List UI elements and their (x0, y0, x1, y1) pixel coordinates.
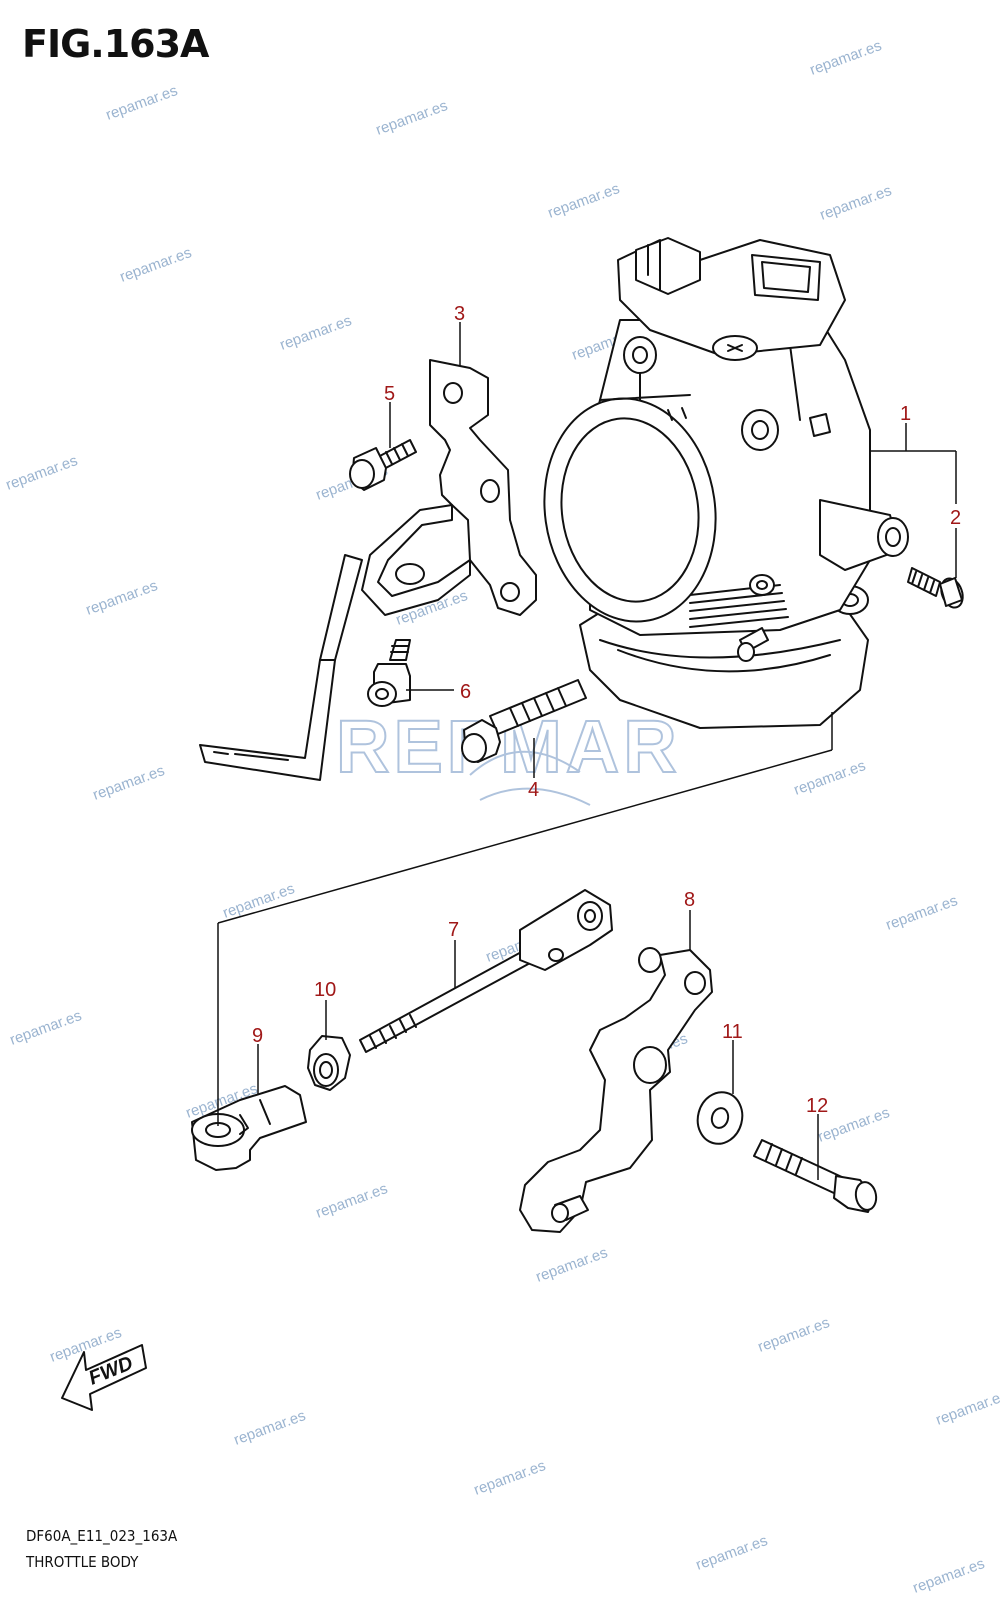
watermark: repamar.es (104, 82, 180, 124)
watermark: repamar.es (472, 1457, 548, 1499)
watermark: repamar.es (694, 1532, 770, 1574)
footer-figure-code: DF60A_E11_023_163A (26, 1527, 178, 1545)
watermark: repamar.es (118, 244, 194, 286)
callout-3: 3 (454, 303, 465, 325)
throttle-rod (359, 889, 613, 1053)
watermark: repamar.es (911, 1555, 987, 1597)
watermark: repamar.es (84, 577, 160, 619)
adjust-screw (907, 567, 964, 609)
callout-4: 4 (528, 779, 539, 801)
watermark: repamar.es (546, 180, 622, 222)
watermark: repamar.es (4, 452, 80, 494)
watermark: repamar.es (314, 1180, 390, 1222)
throttle-lever (519, 947, 713, 1233)
leader-lines (217, 322, 957, 1180)
watermark: repamar.es (221, 880, 297, 922)
footer-figure-name: THROTTLE BODY (26, 1553, 139, 1571)
fwd-arrow-icon: FWD (61, 1344, 147, 1411)
watermark-layer: repamar.es repamar.es repamar.es repamar… (4, 37, 1000, 1597)
callout-7: 7 (448, 919, 459, 941)
watermark: repamar.es (792, 757, 868, 799)
callout-layer: 1 2 3 4 5 6 7 8 9 10 11 12 (252, 303, 961, 1117)
flange-bolt (737, 627, 769, 662)
long-bolt (461, 679, 587, 763)
watermark: repamar.es (884, 892, 960, 934)
bolt (367, 639, 411, 707)
callout-1: 1 (900, 403, 911, 425)
watermark: repamar.es (534, 1244, 610, 1286)
callout-11: 11 (722, 1021, 743, 1043)
watermark: repamar.es (756, 1314, 832, 1356)
callout-9: 9 (252, 1025, 263, 1047)
watermark: repamar.es (808, 37, 884, 79)
repmar-logo: REPMAR (335, 704, 678, 806)
watermark: repamar.es (278, 312, 354, 354)
throttle-body (543, 237, 909, 729)
watermark: repamar.es (91, 762, 167, 804)
callout-5: 5 (384, 383, 395, 405)
watermark: repamar.es (374, 97, 450, 139)
bolt (349, 439, 417, 491)
washer (696, 1091, 744, 1145)
watermark: repamar.es (232, 1407, 308, 1449)
watermark: repamar.es (818, 182, 894, 224)
bracket (199, 359, 537, 781)
flange-bolt (753, 1139, 878, 1213)
callout-2: 2 (950, 507, 961, 529)
nut (307, 1035, 351, 1091)
figure-title: FIG.163A (22, 22, 209, 66)
callout-12: 12 (806, 1095, 828, 1117)
callout-6: 6 (460, 681, 471, 703)
watermark: repamar.es (8, 1007, 84, 1049)
watermark: repamar.es (934, 1387, 1000, 1429)
callout-8: 8 (684, 889, 695, 911)
callout-10: 10 (314, 979, 336, 1001)
